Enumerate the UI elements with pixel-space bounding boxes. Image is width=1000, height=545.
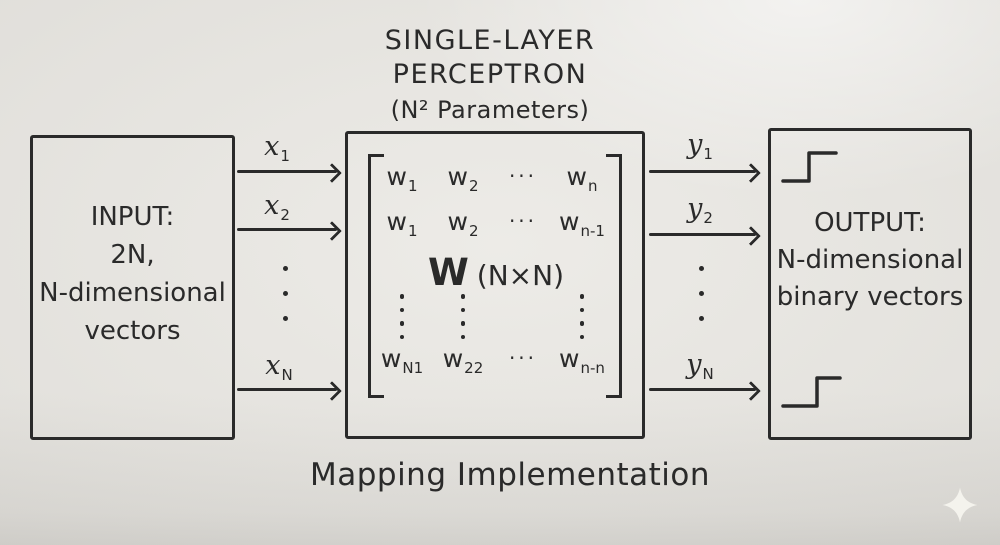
dot xyxy=(460,334,466,339)
matrix-cell: wn-1 xyxy=(559,207,605,240)
input-text-line: N-dimensional xyxy=(39,278,226,308)
weight-matrix-symbol: W xyxy=(427,251,470,294)
dot xyxy=(579,334,585,339)
input-text-line: 2N, xyxy=(110,240,155,270)
matrix-bracket-left-icon xyxy=(368,154,384,398)
matrix-cell: w2 xyxy=(447,207,479,240)
matrix-dimensions: (N×N) xyxy=(476,259,564,292)
dot xyxy=(579,307,585,312)
output-arrow-y1 xyxy=(649,170,756,173)
matrix-vdots-row xyxy=(376,294,616,348)
dot xyxy=(399,334,405,339)
matrix-cell: w2 xyxy=(447,162,479,195)
matrix-cell: wn xyxy=(566,162,598,195)
dot xyxy=(399,321,405,326)
vertical-dots-icon xyxy=(579,294,585,348)
dot xyxy=(460,321,466,326)
diagram-caption: Mapping Implementation xyxy=(309,457,711,493)
input-box-text: INPUT: 2N, N-dimensional vectors xyxy=(33,198,232,350)
output-label-yN: yN xyxy=(686,349,714,383)
output-text-line: OUTPUT: xyxy=(814,208,926,238)
dot xyxy=(699,266,704,271)
step-function-icon xyxy=(781,373,843,415)
dot xyxy=(699,291,704,296)
diagram-title: SINGLE-LAYER PERCEPTRON (N² Parameters) xyxy=(315,24,665,127)
output-text-line: binary vectors xyxy=(776,282,964,312)
output-box-text: OUTPUT: N-dimensional binary vectors xyxy=(771,205,969,316)
dot xyxy=(399,294,405,299)
output-ellipsis-dots xyxy=(699,266,704,341)
title-line-3: (N² Parameters) xyxy=(390,96,590,124)
dot xyxy=(399,307,405,312)
title-line-1: SINGLE-LAYER xyxy=(384,25,596,56)
output-text-line: N-dimensional xyxy=(776,245,964,275)
output-label-y2: y2 xyxy=(687,193,713,227)
input-label-xN: xN xyxy=(265,350,293,384)
vertical-dots-icon xyxy=(399,294,405,348)
dot xyxy=(699,316,704,321)
dot xyxy=(283,266,288,271)
dot xyxy=(460,294,466,299)
input-label-x2: x2 xyxy=(264,190,290,224)
sparkle-icon xyxy=(941,486,979,528)
step-function-icon xyxy=(781,148,839,190)
matrix-cell: w1 xyxy=(386,207,418,240)
output-box: OUTPUT: N-dimensional binary vectors xyxy=(768,128,972,440)
matrix-bracket-right-icon xyxy=(606,154,622,398)
dot xyxy=(283,316,288,321)
matrix-row-1: w1 w2 ··· wn xyxy=(376,162,616,195)
matrix-center-label: W(N×N) xyxy=(376,251,616,294)
dot xyxy=(460,307,466,312)
output-arrow-yN xyxy=(649,388,756,391)
matrix-hdots: ··· xyxy=(508,163,538,188)
matrix-cell: wn-n xyxy=(559,344,605,377)
input-text-line: INPUT: xyxy=(90,202,175,232)
matrix-row-2: w1 w2 ··· wn-1 xyxy=(376,207,616,240)
input-box: INPUT: 2N, N-dimensional vectors xyxy=(30,135,235,440)
dot xyxy=(579,321,585,326)
input-text-line: vectors xyxy=(84,316,181,346)
input-ellipsis-dots xyxy=(283,266,288,341)
dot xyxy=(283,291,288,296)
matrix-row-3: wN1 w22 ··· wn-n xyxy=(376,344,616,377)
matrix-cell: wN1 xyxy=(380,344,424,377)
output-label-y1: y1 xyxy=(687,129,713,163)
matrix-cell: w1 xyxy=(386,162,418,195)
input-arrow-x2 xyxy=(237,228,337,231)
output-arrow-y2 xyxy=(649,233,756,236)
matrix-hdots: ··· xyxy=(508,208,538,233)
title-line-2: PERCEPTRON xyxy=(392,59,588,90)
input-arrow-xN xyxy=(237,388,337,391)
dot xyxy=(579,294,585,299)
perceptron-box: w1 w2 ··· wn w1 w2 ··· wn-1 W(N×N) wN1 w… xyxy=(345,131,645,439)
matrix-hdots: ··· xyxy=(508,345,538,370)
input-arrow-x1 xyxy=(237,170,337,173)
matrix-cell: w22 xyxy=(442,344,484,377)
vertical-dots-icon xyxy=(460,294,466,348)
input-label-x1: x1 xyxy=(264,131,290,165)
